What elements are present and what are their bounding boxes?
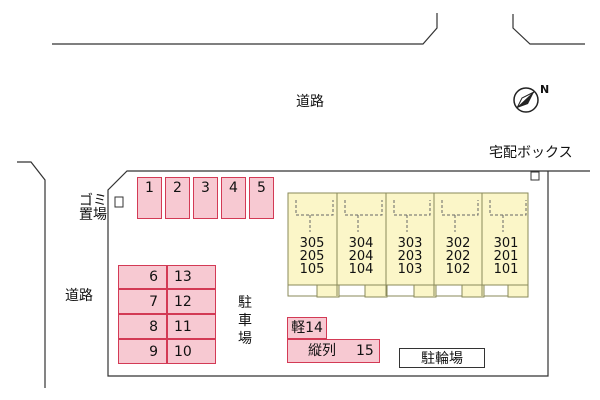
building-unit-4: 302 202 102 — [436, 237, 480, 276]
compass-north-icon — [513, 87, 539, 113]
room-number: 303 — [397, 236, 423, 251]
parking-slot-12: 12 — [167, 289, 216, 314]
building-unit-1: 305 205 105 — [290, 237, 334, 276]
parking-lot-label: 駐 車 場 — [237, 294, 253, 348]
parking-slot-1: 1 — [137, 177, 162, 219]
compass-north-letter: N — [540, 83, 550, 96]
parking-slot-14-kei: 軽14 — [287, 317, 327, 339]
building-block — [287, 192, 529, 297]
garbage-area-label: ゴミ 置場 — [79, 194, 107, 222]
parking-label-char-2: 車 — [238, 313, 252, 329]
delivery-box-marker — [530, 171, 540, 181]
top-road-edge-right — [512, 14, 585, 45]
parking-slot-7: 7 — [118, 289, 167, 314]
garbage-box-marker — [114, 196, 124, 208]
garbage-label-line1: ゴミ — [79, 193, 107, 209]
room-number: 301 — [493, 236, 519, 251]
parking-slot-3: 3 — [193, 177, 218, 219]
parking-slot-5: 5 — [249, 177, 274, 219]
parking-slot-8: 8 — [118, 314, 167, 339]
parking-slot-2: 2 — [165, 177, 190, 219]
top-road-edge-left — [52, 13, 438, 45]
room-number: 101 — [493, 262, 519, 277]
parking-slot-13: 13 — [167, 265, 216, 289]
tandem-label: 縦列 — [308, 343, 336, 359]
parking-slot-15-tandem: 縦列 15 — [287, 339, 380, 363]
room-number: 202 — [445, 249, 471, 264]
building-unit-2: 304 204 104 — [339, 237, 383, 276]
parking-slot-4: 4 — [221, 177, 246, 219]
room-number: 201 — [493, 249, 519, 264]
left-road-label: 道路 — [65, 288, 93, 304]
room-number: 105 — [299, 262, 325, 277]
room-number: 104 — [348, 262, 374, 277]
room-number: 103 — [397, 262, 423, 277]
parking-slot-11: 11 — [167, 314, 216, 339]
room-number: 302 — [445, 236, 471, 251]
room-number: 204 — [348, 249, 374, 264]
delivery-box-label: 宅配ボックス — [489, 145, 573, 161]
parking-label-char-1: 駐 — [238, 295, 252, 311]
garbage-label-line2: 置場 — [79, 207, 107, 223]
parking-slot-9: 9 — [118, 339, 167, 364]
lot-boundary — [107, 170, 590, 377]
parking-label-char-3: 場 — [238, 331, 252, 347]
room-number: 205 — [299, 249, 325, 264]
apartment-buildings — [287, 192, 529, 298]
top-road-label: 道路 — [296, 94, 324, 110]
building-unit-5: 301 201 101 — [484, 237, 528, 276]
building-unit-3: 303 203 103 — [388, 237, 432, 276]
left-road-edge — [17, 161, 46, 388]
bicycle-parking: 駐輪場 — [399, 348, 485, 368]
room-number: 102 — [445, 262, 471, 277]
room-number: 305 — [299, 236, 325, 251]
parking-slot-10: 10 — [167, 339, 216, 364]
parking-slot-6: 6 — [118, 265, 167, 289]
room-number: 203 — [397, 249, 423, 264]
room-number: 304 — [348, 236, 374, 251]
tandem-number: 15 — [356, 343, 374, 359]
